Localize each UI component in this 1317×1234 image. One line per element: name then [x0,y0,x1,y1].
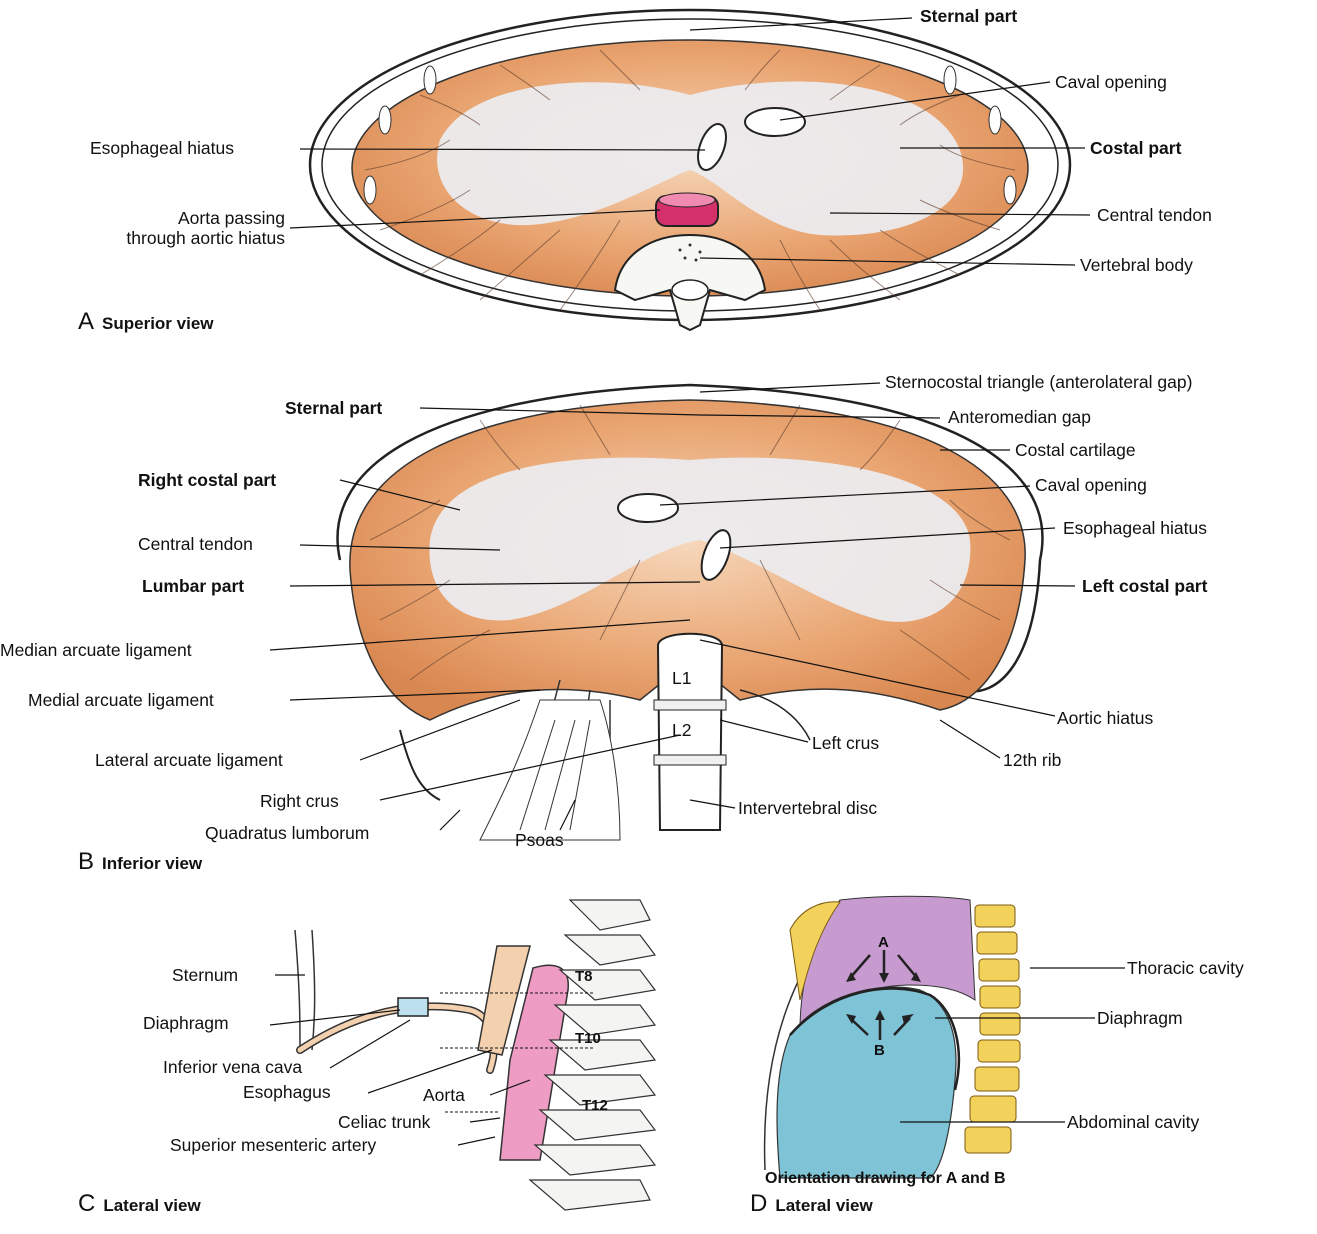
caption-b-text: Inferior view [102,854,203,873]
label-a-costal-part: Costal part [1090,138,1182,158]
panel-b-drawing [269,382,1076,841]
label-d-a: A [878,934,889,951]
caption-b: B Inferior view [78,848,202,876]
label-b-l1: L1 [672,668,692,688]
spine-b [656,632,724,831]
aorta-c [499,964,569,1161]
caval-opening-b [617,493,679,523]
label-b-median-arcuate: Median arcuate ligament [0,640,192,660]
caption-d-sub: Orientation drawing for A and B [765,1170,1006,1187]
label-a-esophageal-hiatus: Esophageal hiatus [90,138,234,158]
label-b-l2: L2 [672,720,692,740]
label-b-twelfth-rib: 12th rib [1003,750,1062,770]
label-c-esophagus: Esophagus [243,1082,331,1102]
label-b-lumbar-part: Lumbar part [142,576,245,596]
esophagus-c [477,945,531,1056]
caption-d-letter: D [750,1190,768,1217]
caption-a: A Superior view [78,308,214,336]
label-b-right-crus: Right crus [260,791,339,811]
label-b-psoas: Psoas [515,830,564,850]
panel-c-drawing [269,899,657,1211]
label-b-anteromedian-gap: Anteromedian gap [948,407,1092,427]
caption-a-text: Superior view [102,314,214,333]
panel-d-drawing [763,895,1125,1179]
label-c-diaphragm: Diaphragm [143,1013,229,1033]
label-b-sternocostal-triangle: Sternocostal triangle (anterolateral gap… [885,372,1193,392]
esophageal-hiatus-b [700,529,732,581]
label-b-caval-opening: Caval opening [1035,475,1147,495]
label-c-t8: T8 [575,968,593,985]
caption-c-letter: C [78,1190,96,1217]
caption-d: D Lateral view [750,1190,873,1218]
label-d-thoracic: Thoracic cavity [1127,958,1244,978]
caption-b-letter: B [78,848,95,875]
label-c-sma: Superior mesenteric artery [170,1135,377,1155]
label-c-celiac: Celiac trunk [338,1112,431,1132]
label-b-right-costal-part: Right costal part [138,470,277,490]
label-b-esophageal-hiatus: Esophageal hiatus [1063,518,1207,538]
caption-a-letter: A [78,308,95,335]
label-d-abdominal: Abdominal cavity [1067,1112,1200,1132]
label-b-intervertebral-disc: Intervertebral disc [738,798,878,818]
label-b-left-costal-part: Left costal part [1082,576,1208,596]
label-a-caval-opening: Caval opening [1055,72,1167,92]
diaphragm-line-d [789,987,961,1091]
caption-c: C Lateral view [78,1190,201,1218]
label-b-left-crus: Left crus [812,733,880,753]
label-b-medial-arcuate: Medial arcuate ligament [28,690,214,710]
caption-d-text: Lateral view [775,1196,873,1215]
label-b-sternal-part: Sternal part [285,398,383,418]
panel-a-drawing [289,8,1091,332]
label-b-central-tendon: Central tendon [138,534,253,554]
ivc-box [397,997,429,1017]
label-b-costal-cartilage: Costal cartilage [1015,440,1136,460]
label-c-t12: T12 [582,1097,608,1114]
label-c-t10: T10 [575,1030,601,1047]
label-a-central-tendon: Central tendon [1097,205,1212,225]
esophageal-hiatus-a [697,123,727,171]
label-b-aortic-hiatus: Aortic hiatus [1057,708,1154,728]
label-d-diaphragm: Diaphragm [1097,1008,1183,1028]
label-c-sternum: Sternum [172,965,239,985]
label-b-lateral-arcuate: Lateral arcuate ligament [95,750,283,770]
psoas-b [479,699,621,841]
label-c-ivc: Inferior vena cava [163,1057,303,1077]
label-c-aorta: Aorta [423,1085,465,1105]
central-tendon-b [429,457,971,622]
label-d-b: B [874,1042,885,1059]
caption-c-text: Lateral view [103,1196,201,1215]
label-a-aorta-passing: Aorta passing through aortic hiatus [126,208,285,248]
caval-opening-a [744,107,806,137]
label-a-vertebral-body: Vertebral body [1080,255,1193,275]
label-b-quadratus-lumborum: Quadratus lumborum [205,823,370,843]
label-a-sternal-part: Sternal part [920,6,1018,26]
